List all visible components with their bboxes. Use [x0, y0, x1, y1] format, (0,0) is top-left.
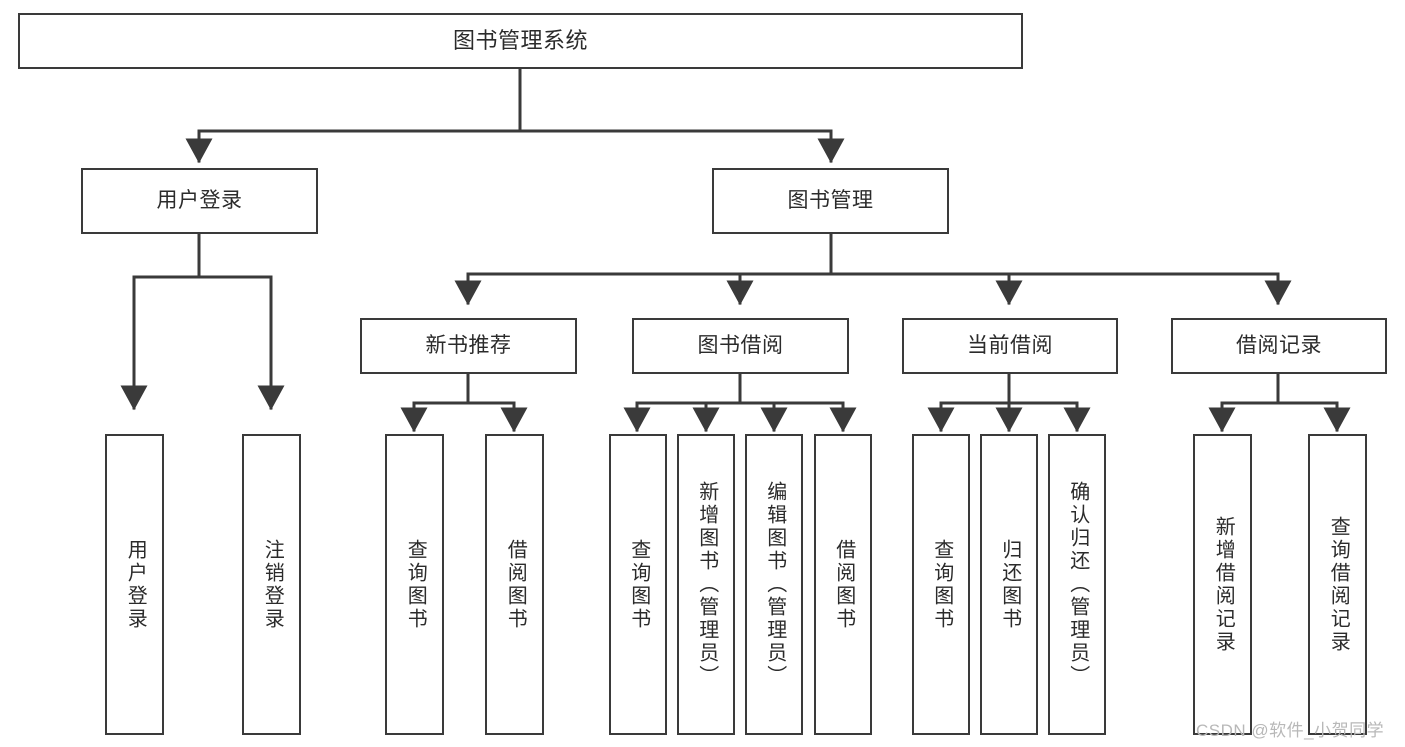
- node-new-book-recommend-label: 新书推荐: [425, 333, 512, 357]
- node-leaf-user-login-label: 用户登录: [124, 538, 147, 631]
- node-leaf-add-record[interactable]: 新增借阅记录: [1193, 434, 1252, 735]
- node-leaf-query-book-2[interactable]: 查询图书: [609, 434, 667, 735]
- node-leaf-return-book-label: 归还图书: [998, 538, 1021, 631]
- node-leaf-add-book-label: 新增图书（管理员）: [695, 481, 718, 688]
- node-leaf-confirm-return-label: 确认归还（管理员）: [1066, 481, 1089, 688]
- node-leaf-logout-label: 注销登录: [261, 538, 284, 631]
- node-book-manage-label: 图书管理: [787, 188, 874, 212]
- node-leaf-confirm-return[interactable]: 确认归还（管理员）: [1048, 434, 1106, 735]
- node-root-label: 图书管理系统: [452, 28, 588, 54]
- node-leaf-add-record-label: 新增借阅记录: [1212, 515, 1235, 654]
- node-leaf-query-book-1[interactable]: 查询图书: [385, 434, 444, 735]
- node-leaf-query-record[interactable]: 查询借阅记录: [1308, 434, 1367, 735]
- node-leaf-query-book-3[interactable]: 查询图书: [912, 434, 970, 735]
- node-leaf-borrow-book-1[interactable]: 借阅图书: [485, 434, 544, 735]
- node-borrow-record[interactable]: 借阅记录: [1171, 318, 1387, 374]
- node-leaf-query-record-label: 查询借阅记录: [1327, 515, 1350, 654]
- node-leaf-query-book-3-label: 查询图书: [930, 538, 953, 631]
- node-current-borrow-label: 当前借阅: [967, 333, 1053, 357]
- node-leaf-edit-book-label: 编辑图书（管理员）: [763, 481, 786, 688]
- node-leaf-borrow-book-2[interactable]: 借阅图书: [814, 434, 872, 735]
- node-leaf-add-book[interactable]: 新增图书（管理员）: [677, 434, 735, 735]
- node-leaf-borrow-book-1-label: 借阅图书: [504, 538, 527, 631]
- node-user-login[interactable]: 用户登录: [81, 168, 318, 234]
- node-root[interactable]: 图书管理系统: [18, 13, 1023, 69]
- node-user-login-label: 用户登录: [156, 188, 243, 212]
- node-leaf-borrow-book-2-label: 借阅图书: [832, 538, 855, 631]
- node-leaf-edit-book[interactable]: 编辑图书（管理员）: [745, 434, 803, 735]
- node-leaf-query-book-1-label: 查询图书: [404, 538, 427, 631]
- node-leaf-user-login[interactable]: 用户登录: [105, 434, 164, 735]
- node-leaf-return-book[interactable]: 归还图书: [980, 434, 1038, 735]
- node-book-manage[interactable]: 图书管理: [712, 168, 949, 234]
- node-book-borrow-label: 图书借阅: [697, 333, 784, 357]
- node-current-borrow[interactable]: 当前借阅: [902, 318, 1118, 374]
- node-borrow-record-label: 借阅记录: [1236, 333, 1322, 357]
- node-leaf-query-book-2-label: 查询图书: [627, 538, 650, 631]
- node-new-book-recommend[interactable]: 新书推荐: [360, 318, 577, 374]
- node-book-borrow[interactable]: 图书借阅: [632, 318, 849, 374]
- node-leaf-logout[interactable]: 注销登录: [242, 434, 301, 735]
